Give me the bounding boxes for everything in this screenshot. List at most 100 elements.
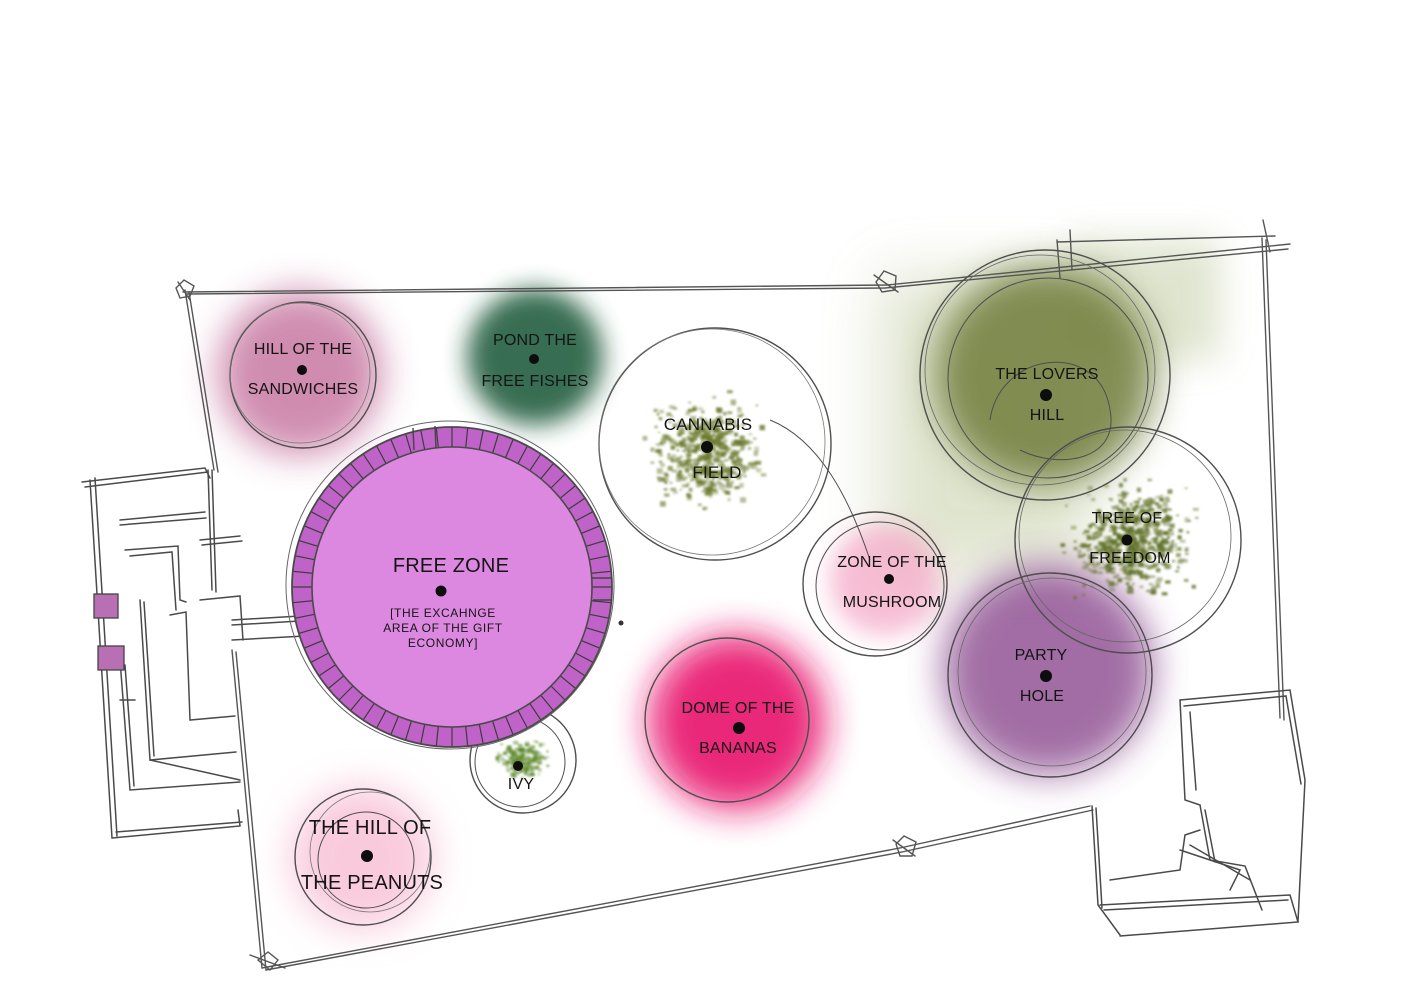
ivy-label: IVY [507,776,535,793]
mushroom-label-line1: ZONE OF THE [837,554,947,571]
site-boundary [175,219,1291,971]
cannabis-particle [665,435,671,441]
cannabis-particle [684,476,688,480]
ivy-particle [517,744,523,747]
cannabis-particle [692,435,698,441]
tree-particle [1147,503,1153,507]
cannabis-particle [732,420,737,424]
mushroom-marker [884,574,894,584]
tree-particle [1162,538,1169,544]
tree-particle [1113,526,1118,529]
cannabis-particle [706,453,713,458]
cannabis-particle [726,429,733,435]
cannabis-particle [722,431,728,436]
free-zone-ring-tick [404,720,412,741]
tree-particle [1140,532,1144,535]
free-zone-ring-tick [529,703,542,721]
ivy-particle [495,756,500,760]
tree-particle [1099,547,1105,551]
tree-particle [1065,504,1068,508]
cannabis-particle [716,481,721,485]
tree-particle [1142,531,1149,538]
cannabis-particle [739,473,743,477]
free-zone-ring-tick [540,462,554,480]
free-zone-ring-tick [591,600,612,604]
tree-particle [1126,507,1131,510]
cannabis-particle [672,442,675,445]
ivy-particle [506,745,512,750]
tree-particle [1165,514,1169,518]
free-zone-ring-tick [318,664,336,677]
cannabis-particle [723,445,729,449]
cannabis-particle [717,443,723,448]
cannabis-particle [670,487,677,491]
free-zone-ring-tick [292,600,313,604]
tree-particle [1171,543,1178,549]
cannabis-particle [682,463,687,466]
cannabis-particle [687,409,694,413]
tree-particle [1139,535,1145,539]
cannabis-particle [742,470,746,474]
tree-particle [1092,564,1098,569]
cannabis-particle [721,453,725,457]
cannabis-particle [688,487,693,492]
tree-particle [1073,546,1078,551]
free-zone-ring-tick [420,724,426,745]
tree-particle [1132,534,1135,538]
cannabis-particle [696,482,701,488]
cannabis-particle [690,439,694,443]
free-zone-ring-tick [550,685,566,701]
cannabis-particle [717,456,721,460]
ivy-particle [525,763,530,768]
tree-particle [1096,562,1101,566]
tree-particle [1165,580,1171,584]
tree-particle [1096,530,1099,533]
cannabis-particle [700,484,704,487]
free-zone-ring-ticks [292,427,612,747]
tree-particle [1113,513,1119,518]
tree-particle [1090,569,1097,574]
tree-particle [1127,515,1131,518]
cannabis-particle [716,473,721,478]
tree-particle [1086,534,1091,538]
ivy-particle [515,752,519,755]
tree-particle [1121,501,1127,507]
free-zone-ring-tick [540,694,554,712]
cannabis-particle [712,474,716,477]
tree-particle [1127,525,1130,528]
ivy-particle [533,740,537,743]
cannabis-particle [751,461,757,466]
free-zone-ring-tick [589,613,610,619]
pond-label-line1: POND THE [493,332,577,349]
cannabis-particle [731,456,735,459]
tree-particle [1108,550,1111,553]
tree-particle [1117,543,1122,547]
cannabis-particle [679,489,682,491]
ivy-particle [524,755,529,758]
tree-particle [1145,548,1150,552]
cannabis-particle [691,468,694,472]
cannabis-particle [736,456,740,461]
tree-particle [1102,545,1106,549]
cannabis-particle [719,469,725,476]
cannabis-particle [705,456,712,460]
free-zone-ring-tick [517,445,528,464]
tree-particle [1108,512,1111,516]
tree-particle [1140,517,1145,522]
tree-particle [1115,573,1120,578]
cannabis-particle [660,462,665,467]
ivy-particle [537,751,542,754]
ivy-particle [526,751,531,755]
tree-particle [1090,537,1096,541]
lovers-label-line1: THE LOVERS [995,366,1099,383]
cannabis-particle [664,434,668,436]
ivy-particle [538,758,542,761]
cannabis-particle [754,446,759,452]
ivy-particle [506,768,509,771]
cannabis-particle [702,420,709,426]
bananas-glow [649,634,825,810]
tree-particle [1128,554,1135,560]
cannabis-label-line2: FIELD [692,463,742,482]
cannabis-particle [695,479,701,483]
free-zone-ring-tick [585,627,606,635]
